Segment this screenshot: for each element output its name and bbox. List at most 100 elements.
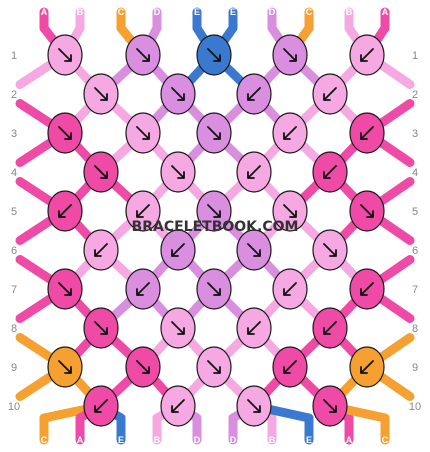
strand-label-bottom: D [194,435,201,445]
arrow-down-right-icon [207,282,221,296]
knot [47,190,83,232]
arrow-down-right-icon [207,126,221,140]
knot [125,34,161,76]
knot [83,229,119,271]
knot [47,346,83,388]
knot [272,190,308,232]
knot [125,268,161,310]
arrow-down-left-icon [283,360,297,374]
strand-label-bottom: B [269,435,276,445]
arrow-down-left-icon [171,243,185,257]
arrow-down-right-icon [323,399,337,413]
arrow-down-right-icon [58,48,72,62]
row-label-right: 10 [409,401,421,413]
row-label-left: 3 [11,128,17,140]
strand-label-top: C [118,7,125,17]
strand-label-bottom: A [77,435,84,445]
arrow-down-left-icon [283,126,297,140]
knot [349,190,385,232]
row-label-left: 1 [11,50,17,62]
knot [83,385,119,427]
knot [272,268,308,310]
arrow-down-right-icon [136,48,150,62]
knot [125,346,161,388]
strand-label-bottom: D [230,435,237,445]
arrow-down-right-icon [58,360,72,374]
knot [312,307,348,349]
watermark-text: BRACELETBOOK.COM [132,219,299,235]
knot [312,385,348,427]
knot [47,112,83,154]
strand-label-top: E [194,7,200,17]
knot [312,229,348,271]
row-label-left: 4 [11,167,17,179]
strand-label-top: C [306,7,313,17]
knot [349,346,385,388]
strand-label-bottom: A [346,435,353,445]
strand-label-top: A [41,7,48,17]
arrow-down-left-icon [94,243,108,257]
strand-label-top: B [346,7,353,17]
knot [196,268,232,310]
arrow-down-left-icon [247,165,261,179]
knot [47,268,83,310]
row-label-left: 7 [11,284,17,296]
knot [83,73,119,115]
arrow-down-left-icon [360,360,374,374]
row-label-left: 10 [8,401,20,413]
row-label-right: 8 [412,323,418,335]
arrow-down-right-icon [360,204,374,218]
arrow-down-right-icon [247,243,261,257]
knot [312,151,348,193]
arrow-down-right-icon [207,204,221,218]
row-label-left: 8 [11,323,17,335]
strand-label-bottom: E [306,435,312,445]
row-label-right: 9 [412,362,418,374]
knot [236,307,272,349]
knot [312,73,348,115]
strand-label-top: E [230,7,236,17]
knot [83,307,119,349]
arrow-down-left-icon [323,321,337,335]
knot [160,307,196,349]
knot [272,346,308,388]
knot [349,112,385,154]
row-label-left: 5 [11,206,17,218]
strand-label-bottom: C [41,435,48,445]
arrow-down-left-icon [136,282,150,296]
arrow-down-left-icon [360,126,374,140]
row-label-right: 2 [412,89,418,101]
knot [236,73,272,115]
arrow-down-left-icon [247,87,261,101]
row-label-right: 4 [412,167,418,179]
strand-label-top: D [269,7,276,17]
row-label-left: 2 [11,89,17,101]
arrow-down-right-icon [58,126,72,140]
knot [236,229,272,271]
knot [349,34,385,76]
row-label-left: 9 [11,362,17,374]
arrow-down-left-icon [171,399,185,413]
knot [125,112,161,154]
arrow-down-left-icon [247,321,261,335]
arrow-down-left-icon [323,165,337,179]
arrow-down-right-icon [94,87,108,101]
arrow-down-right-icon [283,48,297,62]
arrow-down-right-icon [247,399,261,413]
arrow-down-left-icon [283,282,297,296]
arrow-down-left-icon [360,48,374,62]
knot [236,385,272,427]
knot [196,34,232,76]
strand-label-bottom: B [154,435,161,445]
knot [47,34,83,76]
knot [83,151,119,193]
row-label-right: 6 [412,245,418,257]
knot [196,112,232,154]
arrow-down-right-icon [136,126,150,140]
strand-label-top: D [154,7,161,17]
arrow-down-left-icon [360,282,374,296]
strand-label-top: A [382,7,389,17]
arrow-down-left-icon [58,204,72,218]
knot [349,268,385,310]
